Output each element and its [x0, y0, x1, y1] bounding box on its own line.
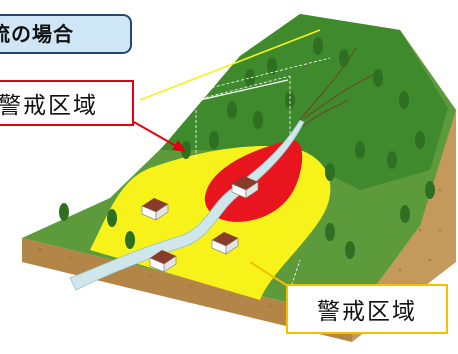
debris-channel: [299, 47, 381, 127]
dimension-arrow: [199, 79, 289, 101]
yellow-zone-callout: 警戒区域: [286, 284, 448, 334]
house: [211, 232, 239, 255]
red-callout-leader: [133, 121, 177, 147]
house: [231, 176, 259, 199]
trees: [59, 37, 435, 259]
yellow-boundary-line: [139, 29, 321, 101]
red-zone-label: 警戒区域: [0, 93, 98, 119]
river: [69, 119, 305, 291]
page-title: 流の場合: [0, 22, 74, 46]
house: [149, 250, 177, 273]
houses: [141, 176, 259, 273]
house: [141, 198, 169, 221]
forest-upper-slope: [160, 14, 448, 190]
red-zone-callout: 警戒区域: [0, 80, 134, 126]
red-callout-arrowhead: [172, 140, 186, 152]
title-box: 流の場合: [0, 14, 132, 54]
yellow-zone-label: 警戒区域: [317, 299, 417, 325]
